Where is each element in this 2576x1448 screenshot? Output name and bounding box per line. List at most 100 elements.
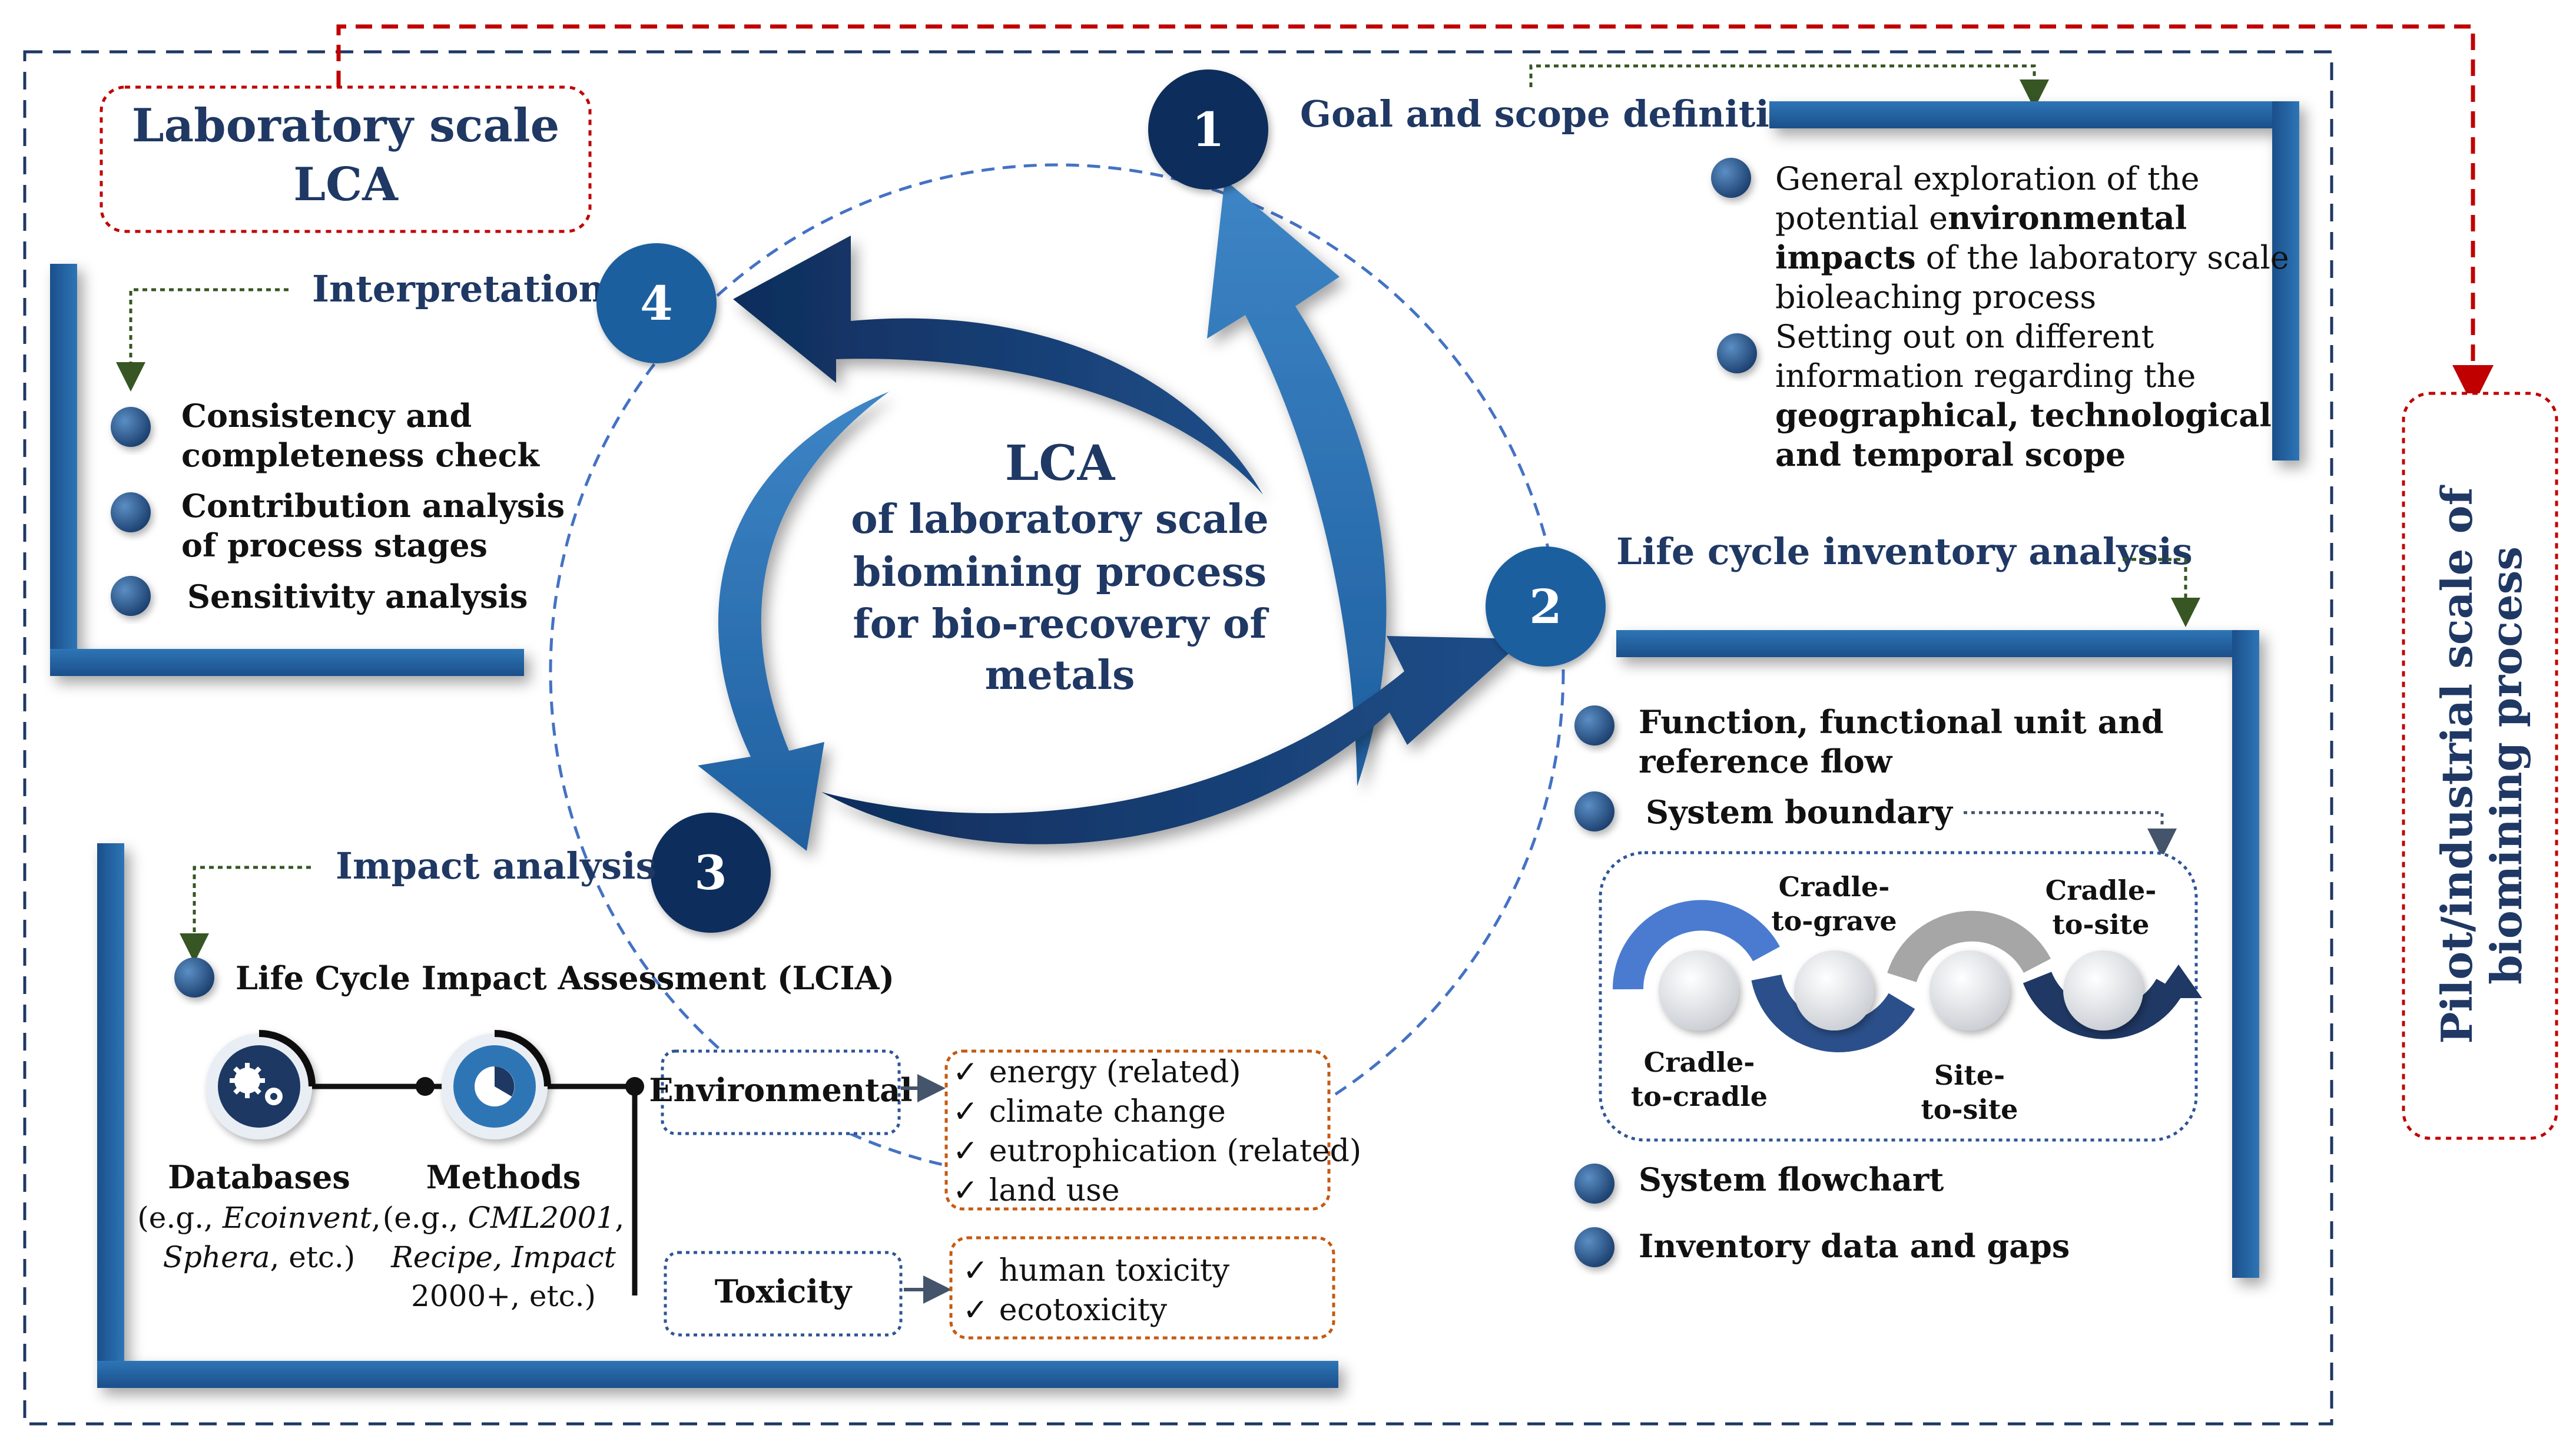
goal-item-2-line-1: Setting out on different [1775,318,2154,355]
goal-bracket [1769,101,2299,460]
databases-icon [206,1030,316,1139]
interpretation-pointer [116,288,289,392]
interpretation-item-2-line-2: of process stages [181,526,488,564]
goal-item-1-line-2: potential environmental [1775,199,2187,237]
goal-item-1-line-1: General exploration of the [1775,160,2200,197]
cradle-to-cradle-line-1: Cradle- [1644,1046,1755,1078]
impact-bracket [97,843,1338,1388]
bullet-icon [111,576,151,616]
environmental-label: Environmental [649,1071,912,1109]
impact-title: Impact analysis [336,844,656,887]
toxicity-item-2: ✓ ecotoxicity [963,1293,1168,1328]
outer-dashed-frame [23,50,2333,1426]
methods-example-line-1: (e.g., CML2001, [383,1201,625,1235]
databases-example-line-2: Sphera, etc.) [163,1240,356,1274]
connector-dot [625,1077,644,1096]
cradle-to-site-line-1: Cradle- [2045,874,2157,906]
toxicity-label: Toxicity [715,1273,853,1310]
environmental-item-1: ✓ energy (related) [953,1055,1241,1090]
cradle-to-grave-line-2: to-grave [1771,905,1897,937]
inventory-title: Life cycle inventory analysis [1616,530,2193,573]
inventory-pointer [2123,558,2200,627]
goal-item-2-line-4: and temporal scope [1775,436,2126,473]
center-line-5: metals [985,652,1135,699]
svg-text:4: 4 [640,276,673,331]
bullet-icon [1574,791,1614,831]
databases-example-line-1: (e.g., Ecoinvent, [137,1201,381,1235]
inventory-item-4-line-1: Inventory data and gaps [1639,1227,2070,1265]
inventory-item-3-line-1: System flowchart [1639,1161,1944,1198]
system-boundary-pointer [1964,811,2177,858]
interpretation-item-1-line-2: completeness check [181,436,541,474]
databases-label: Databases [168,1158,350,1196]
interpretation-title: Interpretation [312,267,605,310]
site-to-site-line-1: Site- [1934,1059,2005,1091]
step-4-badge: 4 [596,243,717,363]
goal-title: Goal and scope definition [1300,92,1820,135]
cradle-to-site-line-2: to-site [2053,909,2150,940]
inventory-bracket [1616,630,2259,1278]
goal-pointer [1529,64,2049,109]
arrow-to-step-1 [1207,180,1387,786]
boundary-wave-blue [1612,900,1780,990]
side-label-line-2: biomining process [2481,546,2531,985]
goal-item-1-line-4: bioleaching process [1775,279,2096,316]
toxicity-box [664,1251,903,1337]
svg-text:2: 2 [1529,579,1562,634]
cradle-to-cradle-line-2: to-cradle [1631,1081,1768,1112]
bullet-icon [1574,1164,1614,1204]
center-line-1: LCA [1005,435,1116,492]
interpretation-item-1-line-1: Consistency and [181,397,472,435]
svg-text:1: 1 [1192,102,1225,157]
side-label-box: Pilot/industrial scale of biomining proc… [2402,392,2558,1140]
environmental-item-4: ✓ land use [953,1173,1120,1208]
scale-up-connector [336,24,2494,406]
methods-example-line-2: Recipe, Impact [390,1240,616,1274]
bullet-icon [1574,705,1614,745]
environmental-list-box [944,1049,1331,1211]
environmental-item-3: ✓ eutrophication (related) [953,1134,1361,1169]
bullet-icon [174,957,214,998]
site-to-site-line-2: to-site [1921,1094,2018,1125]
side-label-line-1: Pilot/industrial scale of [2432,485,2482,1043]
methods-example-line-3: 2000+, etc.) [411,1279,596,1313]
step-2-badge: 2 [1486,546,1606,667]
boundary-ball [1659,950,1739,1031]
methods-label: Methods [426,1158,581,1196]
inventory-item-1-line-2: reference flow [1639,743,1893,780]
goal-item-2-line-2: information regarding the [1775,357,2196,395]
arrow-to-step-3 [698,392,889,851]
inventory-item-2-line-1: System boundary [1646,793,1954,831]
center-line-4: for bio-recovery of [853,601,1269,648]
boundary-wave-grey [1887,910,2051,983]
environmental-item-2: ✓ climate change [953,1094,1226,1129]
interpretation-item-2-line-1: Contribution analysis [181,487,565,525]
center-line-2: of laboratory scale [851,496,1269,543]
environmental-list: ✓ energy (related) ✓ climate change ✓ eutr… [953,1055,1361,1208]
connector-dot [416,1077,435,1096]
inventory-item-1-line-1: Function, functional unit and [1639,703,2164,741]
interpretation-bracket [50,264,524,676]
goal-item-2-line-3: geographical, technological [1775,396,2272,434]
boundary-arrow-icon [2155,965,2202,998]
title-box: Laboratory scale LCA [100,85,592,233]
boundary-wave-navy [1751,974,1915,1052]
step-1-badge: 1 [1148,69,1268,190]
impact-pointer [180,866,311,963]
environmental-box [661,1049,901,1135]
title-line-2: LCA [293,158,399,211]
boundary-ball [1929,950,2010,1031]
arrow-to-step-4 [733,236,1263,495]
toxicity-list: ✓ human toxicity ✓ ecotoxicity [963,1253,1230,1328]
toxicity-list-box [949,1236,1335,1340]
step-3-badge: 3 [651,813,771,933]
svg-text:3: 3 [694,845,727,900]
bullet-icon [1574,1227,1614,1267]
bullet-icon [1711,158,1751,198]
system-boundary-panel: Cradle- to-grave Cradle- to-site Cradle-… [1599,851,2202,1142]
interpretation-item-3-line-1: Sensitivity analysis [187,578,528,615]
title-line-1: Laboratory scale [132,99,559,153]
toxicity-item-1: ✓ human toxicity [963,1253,1230,1288]
